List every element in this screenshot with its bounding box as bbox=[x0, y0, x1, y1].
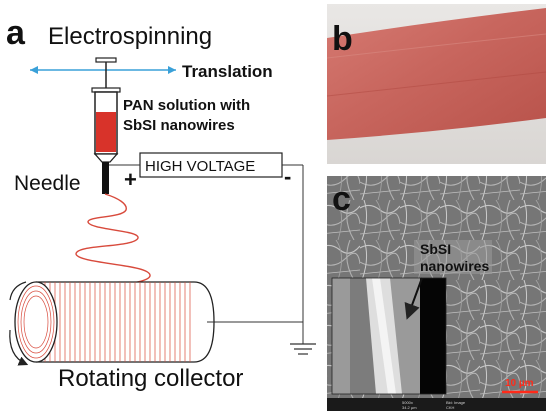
sem-inset bbox=[331, 277, 447, 395]
translation-label: Translation bbox=[182, 62, 273, 81]
needle bbox=[102, 162, 109, 194]
panel-a: a Electrospinning Translation PAN soluti… bbox=[6, 14, 316, 392]
sem-info-field: 34.2 µm bbox=[402, 405, 417, 410]
panel-a-label: a bbox=[6, 14, 26, 52]
needle-label: Needle bbox=[14, 172, 81, 195]
syringe bbox=[91, 57, 121, 163]
collector-label: Rotating collector bbox=[58, 365, 243, 392]
pan-solution-fill bbox=[96, 112, 116, 152]
ground-symbol bbox=[290, 343, 316, 355]
minus-sign: - bbox=[284, 164, 291, 189]
collector-fiber-winding bbox=[39, 282, 191, 362]
solution-label-line1: PAN solution with bbox=[123, 97, 250, 114]
solution-label-line2: SbSI nanowires bbox=[123, 117, 235, 134]
panel-c-label: c bbox=[332, 180, 351, 218]
plus-sign: + bbox=[124, 167, 137, 192]
panel-b-label: b bbox=[332, 20, 353, 58]
high-voltage-label: HIGH VOLTAGE bbox=[145, 158, 255, 175]
collector-end-rings bbox=[17, 285, 55, 359]
sem-info-strip bbox=[327, 398, 546, 411]
rotation-arrow-icon bbox=[9, 281, 29, 366]
scale-bar-label: 10 µm bbox=[505, 378, 534, 389]
nanowires-annotation-line1: SbSI bbox=[420, 241, 451, 257]
annotation-arrow bbox=[404, 277, 423, 320]
nanofiber-film bbox=[327, 8, 546, 140]
sem-info-mode: Bkt: Image bbox=[446, 400, 466, 405]
sem-info-detector: CKH bbox=[446, 405, 455, 410]
panel-b: b bbox=[326, 4, 547, 164]
rotating-collector bbox=[14, 281, 215, 363]
sem-info-magnification: 5000x bbox=[402, 400, 413, 405]
circuit-wires bbox=[109, 164, 304, 344]
panel-c: SbSI nanowires c 10 µm 5000x 34.2 µm Bkt… bbox=[327, 176, 546, 411]
panel-a-title: Electrospinning bbox=[48, 23, 212, 50]
translation-arrow bbox=[30, 66, 176, 74]
nanowires-annotation-line2: nanowires bbox=[420, 258, 489, 274]
